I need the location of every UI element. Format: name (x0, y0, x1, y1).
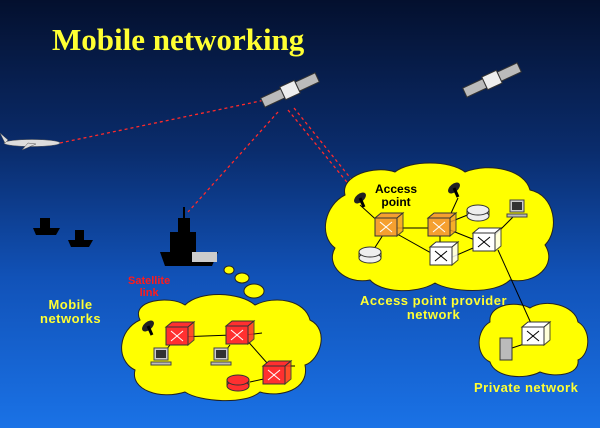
computer-icon (150, 347, 172, 366)
airplane-icon (0, 132, 61, 151)
computer-icon (506, 199, 528, 218)
thought-bubbles (223, 265, 265, 299)
ship-satellite-link (187, 111, 279, 213)
satellite-dish-icon (354, 192, 366, 208)
ap-satellite-link-1 (287, 109, 356, 193)
router-icon (358, 246, 382, 264)
switch-icon (520, 320, 552, 347)
ship-icon (160, 207, 218, 266)
label-line: Access (375, 182, 418, 196)
computer-icon (210, 347, 232, 366)
mobile-switch-icon (261, 359, 293, 386)
label-line: link (139, 286, 159, 299)
small-ship-icon (33, 218, 60, 235)
page-title: Mobile networking (52, 22, 305, 57)
mobile-switch-icon (224, 319, 256, 346)
router-icon (226, 374, 250, 392)
small-ship-icon (68, 230, 93, 247)
label-line: networks (40, 310, 102, 326)
private-network-label: Private network (474, 380, 579, 395)
ap-satellite-link-2 (293, 107, 361, 191)
plane-satellite-link (59, 99, 266, 144)
satellite-dish-icon (448, 182, 460, 198)
switch-icon (471, 226, 503, 253)
mobile-switch-icon (164, 320, 196, 347)
switch-icon (428, 240, 460, 267)
satellite-dish-icon (142, 320, 154, 336)
server-icon (499, 337, 513, 361)
label-line: Access point provider (360, 293, 508, 308)
satellite-icon (462, 62, 522, 98)
router-icon (466, 204, 490, 222)
label-line: Mobile (48, 297, 93, 312)
satellite-links (59, 99, 361, 323)
ap-switch-icon (373, 211, 405, 238)
satellite-icon (260, 72, 320, 108)
label-line: network (406, 306, 461, 322)
ap-switch-icon (426, 211, 458, 238)
label-line: Satellite (128, 275, 171, 287)
label-line: point (381, 194, 411, 209)
